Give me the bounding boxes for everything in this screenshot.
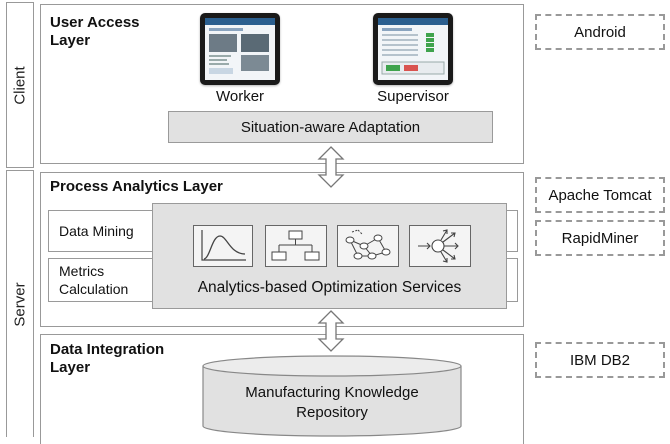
supervisor-tablet	[373, 13, 453, 85]
repository-label: Manufacturing Knowledge Repository	[245, 384, 419, 421]
situation-aware-adaptation-label: Situation-aware Adaptation	[240, 118, 421, 136]
process-analytics-layer-title: Process Analytics Layer	[50, 178, 223, 195]
tech-rapidminer: RapidMiner	[535, 220, 665, 256]
client-tier: Client	[6, 2, 34, 168]
tablet-worker-app-icon	[205, 18, 275, 80]
server-tier: Server	[6, 170, 34, 437]
worker-tablet	[200, 13, 280, 85]
tech-android: Android	[535, 14, 665, 50]
line-chart-icon	[193, 225, 253, 267]
database-cylinder-icon	[202, 355, 462, 437]
tech-apache-tomcat: Apache Tomcat	[535, 177, 665, 213]
optimization-services-label: Analytics-based Optimization Services	[197, 279, 462, 296]
worker-label: Worker	[215, 88, 265, 105]
data-integration-layer-title: Data Integration Layer	[50, 341, 165, 376]
double-arrow-client-server	[317, 146, 345, 188]
user-access-layer-title: User Access Layer	[50, 14, 140, 49]
situation-aware-adaptation-box: Situation-aware Adaptation	[168, 111, 493, 143]
server-tier-label: Server	[11, 281, 29, 327]
hierarchy-chart-icon	[265, 225, 327, 267]
data-mining-label: Data Mining	[59, 223, 134, 239]
tablet-supervisor-app-icon	[378, 18, 448, 80]
calculation-label: Calculation	[59, 281, 129, 297]
network-graph-icon	[337, 225, 399, 267]
metrics-label: Metrics	[59, 263, 105, 279]
supervisor-label: Supervisor	[377, 88, 449, 105]
double-arrow-analytics-integration	[317, 310, 345, 352]
flow-distribution-icon	[409, 225, 471, 267]
tech-ibm-db2: IBM DB2	[535, 342, 665, 378]
client-tier-label: Client	[11, 65, 29, 105]
